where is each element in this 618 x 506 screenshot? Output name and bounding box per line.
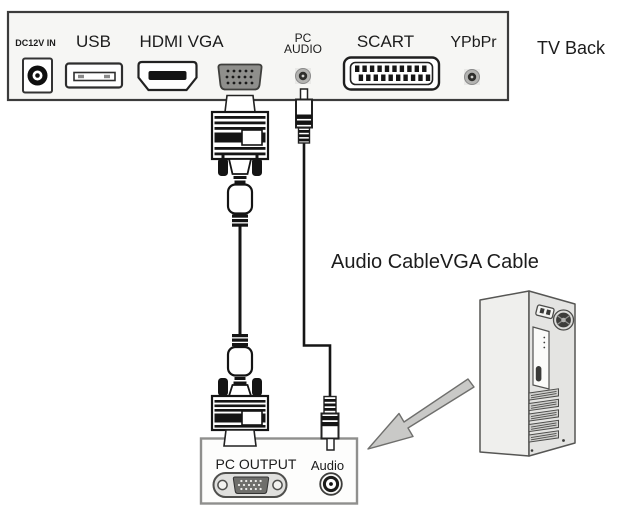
expansion-slots: [528, 388, 559, 443]
vga-cable: [210, 94, 270, 447]
vga-thumbscrew-right: [252, 158, 262, 176]
usb-label: USB: [76, 32, 111, 51]
ypbpr-label: YPbPr: [450, 34, 497, 51]
pc-output-audio-jack: [319, 472, 343, 496]
io-panel: [532, 326, 550, 390]
audio-plug-bottom: [320, 395, 340, 451]
pc-tower: [479, 290, 576, 457]
pc-audio-label-line1: PC: [295, 31, 312, 45]
vga-thumbscrew-left: [218, 378, 228, 396]
vga-thumbscrew-right: [252, 378, 262, 396]
power-socket: [535, 304, 555, 320]
dc-power-label: DC12V IN: [15, 38, 56, 48]
pc-tower-side: [479, 290, 530, 457]
scart-port: SCART: [342, 32, 441, 91]
audio-plug-top: [295, 88, 313, 144]
tv-back-title: TV Back: [537, 38, 606, 58]
connection-arrow: [367, 378, 475, 450]
tv-back-panel: DC12V IN USB HDMI VGA: [6, 10, 510, 102]
pc-output-label: PC OUTPUT: [216, 456, 297, 472]
ypbpr-jack: YPbPr: [450, 34, 497, 85]
vga-port-pins: [225, 69, 254, 85]
scart-label: SCART: [357, 32, 414, 51]
vga-thumbscrew-left: [218, 158, 228, 176]
usb-port: USB: [64, 32, 124, 89]
scart-pins: [355, 65, 431, 81]
vga-port: [217, 63, 263, 91]
hdmi-vga-label: HDMI VGA: [139, 32, 224, 51]
cooling-fan: [552, 309, 575, 331]
pc-output-vga-port: [212, 472, 288, 498]
pc-audio-label-line2: AUDIO: [284, 42, 322, 56]
cables-label: Audio CableVGA Cable: [331, 251, 539, 273]
pc-output-vga-pins: [237, 479, 262, 491]
hdmi-port: [137, 60, 198, 92]
pc-audio-jack: PC AUDIO: [284, 31, 322, 84]
pc-audio-out-label: Audio: [311, 458, 344, 473]
audio-cable: [295, 88, 340, 451]
vga-connector-bottom: [210, 334, 270, 447]
audio-cable-wire: [302, 142, 332, 397]
dc-power-port: DC12V IN: [15, 38, 56, 94]
vga-connector-top: [210, 94, 270, 227]
